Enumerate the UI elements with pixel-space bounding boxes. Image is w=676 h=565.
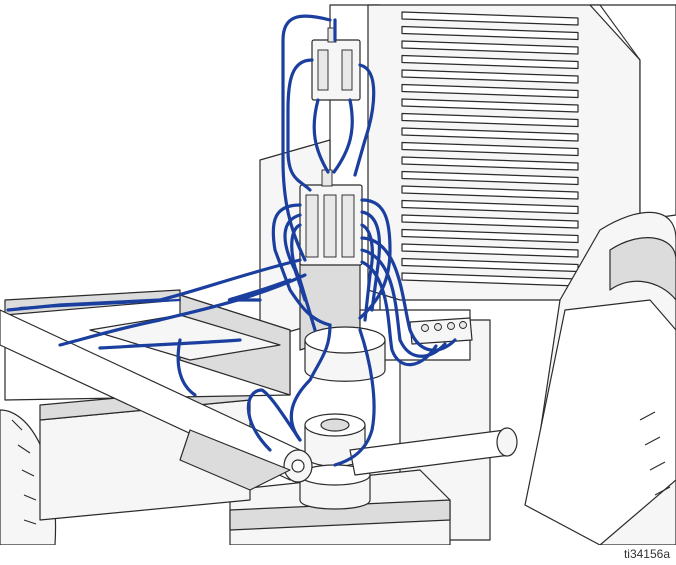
grille-slat (401, 112, 579, 128)
lubrication-system-illustration (0, 4, 676, 545)
grille-slat (401, 83, 579, 99)
upper-divider-valve (311, 27, 361, 101)
grille-slat (401, 25, 579, 41)
grille-slat (401, 199, 579, 215)
grille-slat (401, 156, 579, 171)
lower-divider-valve (299, 169, 363, 266)
hydraulic-cylinder (0, 309, 313, 491)
grille-slat (401, 228, 579, 244)
grille-slat (401, 54, 579, 70)
grille-slat (401, 185, 579, 200)
steering-rod (349, 427, 518, 476)
figure-id-label: ti34156a (623, 547, 670, 561)
grille-slat (401, 243, 579, 258)
louvered-grille (401, 11, 579, 287)
grille-slat (401, 214, 579, 229)
grille-slat (401, 141, 579, 157)
upper-pivot-boss (304, 326, 386, 382)
grille-slat (401, 11, 579, 26)
manifold-fitting-block (409, 317, 473, 345)
grille-slat (401, 98, 579, 113)
lubrication-hoses (6, 14, 457, 467)
grille-slat (401, 69, 579, 84)
lower-pivot-boss (299, 413, 371, 510)
grille-slat (401, 127, 579, 142)
rear-wheel-fender (524, 211, 676, 545)
grille-slat (401, 170, 579, 186)
grille-slat (401, 40, 579, 55)
